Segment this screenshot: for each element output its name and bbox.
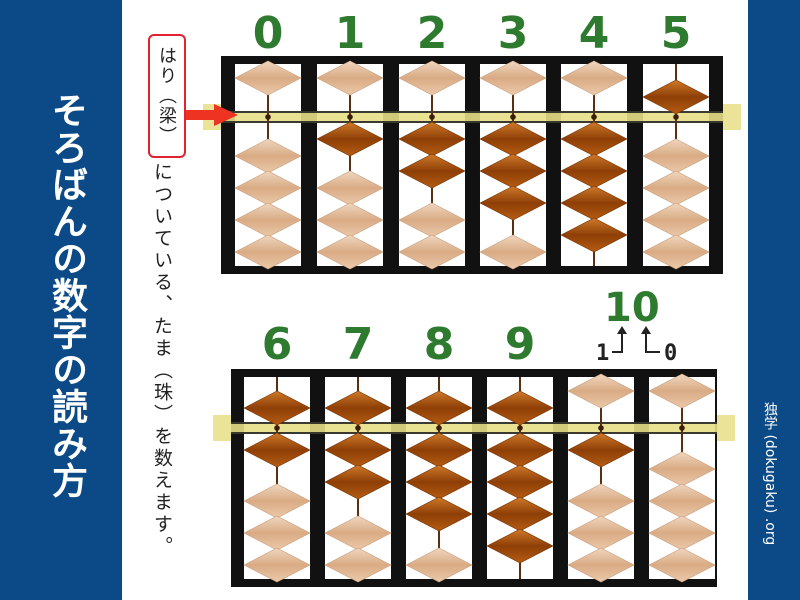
bottom-abacus-col-0-earth-bead-1	[243, 432, 311, 468]
bottom-abacus-col-4-earth-bead-4	[567, 547, 635, 583]
top-abacus-col-0-heaven-bead	[234, 60, 302, 96]
bottom-abacus-col-5-earth-bead-1	[648, 451, 716, 487]
top-abacus-col-3-beam-dot	[510, 114, 516, 120]
number-label-8: 8	[423, 319, 455, 370]
bottom-abacus-col-0-earth-bead-4	[243, 547, 311, 583]
bottom-abacus-col-3-earth-bead-3	[486, 496, 554, 532]
top-abacus-beam	[221, 111, 723, 123]
number-label-10: 10	[604, 285, 660, 331]
top-abacus-col-3-earth-bead-1	[479, 121, 547, 157]
top-abacus-col-2-earth-bead-2	[398, 153, 466, 189]
bottom-abacus-col-5-heaven-bead	[648, 373, 716, 409]
bottom-abacus-col-2-heaven-bead	[405, 390, 473, 426]
top-abacus-col-0-earth-bead-3	[234, 202, 302, 238]
bottom-abacus-col-1-earth-bead-1	[324, 432, 392, 468]
bottom-abacus-col-0-earth-bead-3	[243, 515, 311, 551]
left-side-panel	[0, 0, 122, 600]
top-abacus-col-4-earth-bead-1	[560, 121, 628, 157]
top-abacus-col-2-earth-bead-3	[398, 202, 466, 238]
number-label-9: 9	[504, 319, 536, 370]
number-label-2: 2	[416, 8, 448, 59]
explanation-text: についている、たま（珠）を数えます。	[151, 162, 173, 558]
top-abacus-col-1-earth-bead-1	[316, 121, 384, 157]
top-abacus-col-4-heaven-bead	[560, 60, 628, 96]
top-abacus-col-4-earth-bead-4	[560, 217, 628, 253]
top-abacus-col-4-earth-bead-3	[560, 185, 628, 221]
site-credit: 独学 (dokugaku) .org	[762, 402, 778, 546]
bottom-abacus-frame	[231, 369, 717, 587]
top-abacus-col-2-beam-dot	[429, 114, 435, 120]
number-label-0: 0	[252, 8, 284, 59]
bottom-abacus-beam	[231, 422, 717, 434]
bottom-abacus-col-3-earth-bead-4	[486, 528, 554, 564]
hari-label: はり（梁）	[156, 46, 177, 146]
top-abacus-col-5-earth-bead-3	[642, 202, 710, 238]
bottom-abacus-col-1-earth-bead-2	[324, 464, 392, 500]
number-label-5: 5	[660, 8, 692, 59]
bottom-abacus-col-1-earth-bead-4	[324, 547, 392, 583]
top-abacus-col-5-earth-bead-2	[642, 170, 710, 206]
bottom-abacus-col-5-beam-dot	[679, 425, 685, 431]
bottom-abacus-col-5-earth-bead-4	[648, 547, 716, 583]
bottom-abacus-col-5-earth-bead-3	[648, 515, 716, 551]
top-abacus-col-2-earth-bead-1	[398, 121, 466, 157]
number-label-1: 1	[334, 8, 366, 59]
bottom-abacus-col-4-earth-bead-1	[567, 432, 635, 468]
bottom-abacus-col-0-beam-dot	[274, 425, 280, 431]
bottom-abacus-col-4-earth-bead-3	[567, 515, 635, 551]
bottom-abacus-col-2-earth-bead-1	[405, 432, 473, 468]
top-abacus-col-3-earth-bead-4	[479, 234, 547, 270]
top-abacus-col-5-beam-dot	[673, 114, 679, 120]
ten-pointer-arrows	[612, 326, 660, 353]
top-abacus-col-0-earth-bead-2	[234, 170, 302, 206]
number-label-6: 6	[261, 319, 293, 370]
top-abacus-col-0-earth-bead-1	[234, 138, 302, 174]
bottom-abacus-col-1-heaven-bead	[324, 390, 392, 426]
bottom-abacus-col-2-earth-bead-3	[405, 496, 473, 532]
page-title: そろばんの数字の読み方	[46, 92, 87, 499]
top-abacus-col-0-earth-bead-4	[234, 234, 302, 270]
bottom-abacus-col-3-heaven-bead	[486, 390, 554, 426]
right-side-panel	[748, 0, 800, 600]
number-label-3: 3	[497, 8, 529, 59]
bottom-abacus-col-0-earth-bead-2	[243, 483, 311, 519]
top-abacus-col-1-earth-bead-3	[316, 202, 384, 238]
arrow-right-icon	[186, 104, 238, 126]
bottom-abacus-col-2-beam-dot	[436, 425, 442, 431]
bottom-abacus-col-1-beam-dot	[355, 425, 361, 431]
number-label-4: 4	[578, 8, 610, 59]
top-abacus-col-4-beam-dot	[591, 114, 597, 120]
ones-digit-label: 0	[664, 341, 678, 366]
bottom-abacus-col-1-earth-bead-3	[324, 515, 392, 551]
bottom-abacus-col-3-beam-dot	[517, 425, 523, 431]
top-abacus-col-5-heaven-bead	[642, 79, 710, 115]
top-abacus-col-3-heaven-bead	[479, 60, 547, 96]
tens-digit-label: 1	[596, 341, 610, 366]
top-abacus-col-3-earth-bead-2	[479, 153, 547, 189]
top-abacus-frame	[221, 56, 723, 274]
bottom-abacus-col-0-heaven-bead	[243, 390, 311, 426]
top-abacus-col-1-earth-bead-4	[316, 234, 384, 270]
top-abacus-col-5-earth-bead-1	[642, 138, 710, 174]
top-abacus-col-4-earth-bead-2	[560, 153, 628, 189]
top-abacus-col-2-earth-bead-4	[398, 234, 466, 270]
bottom-abacus-col-4-heaven-bead	[567, 373, 635, 409]
number-label-7: 7	[342, 319, 374, 370]
hari-label-box: はり（梁）	[148, 34, 186, 158]
top-abacus-col-1-earth-bead-2	[316, 170, 384, 206]
bottom-abacus-col-5-earth-bead-2	[648, 483, 716, 519]
top-abacus-col-2-heaven-bead	[398, 60, 466, 96]
top-abacus-col-0-beam-dot	[265, 114, 271, 120]
bottom-abacus-col-2-earth-bead-4	[405, 547, 473, 583]
top-abacus-col-5-earth-bead-4	[642, 234, 710, 270]
top-abacus-col-1-beam-dot	[347, 114, 353, 120]
top-abacus-col-1-heaven-bead	[316, 60, 384, 96]
top-abacus-col-3-earth-bead-3	[479, 185, 547, 221]
bottom-abacus-col-2-earth-bead-2	[405, 464, 473, 500]
bottom-abacus-col-3-earth-bead-1	[486, 432, 554, 468]
bottom-abacus-col-4-earth-bead-2	[567, 483, 635, 519]
bottom-abacus-col-3-earth-bead-2	[486, 464, 554, 500]
bottom-abacus-col-4-beam-dot	[598, 425, 604, 431]
